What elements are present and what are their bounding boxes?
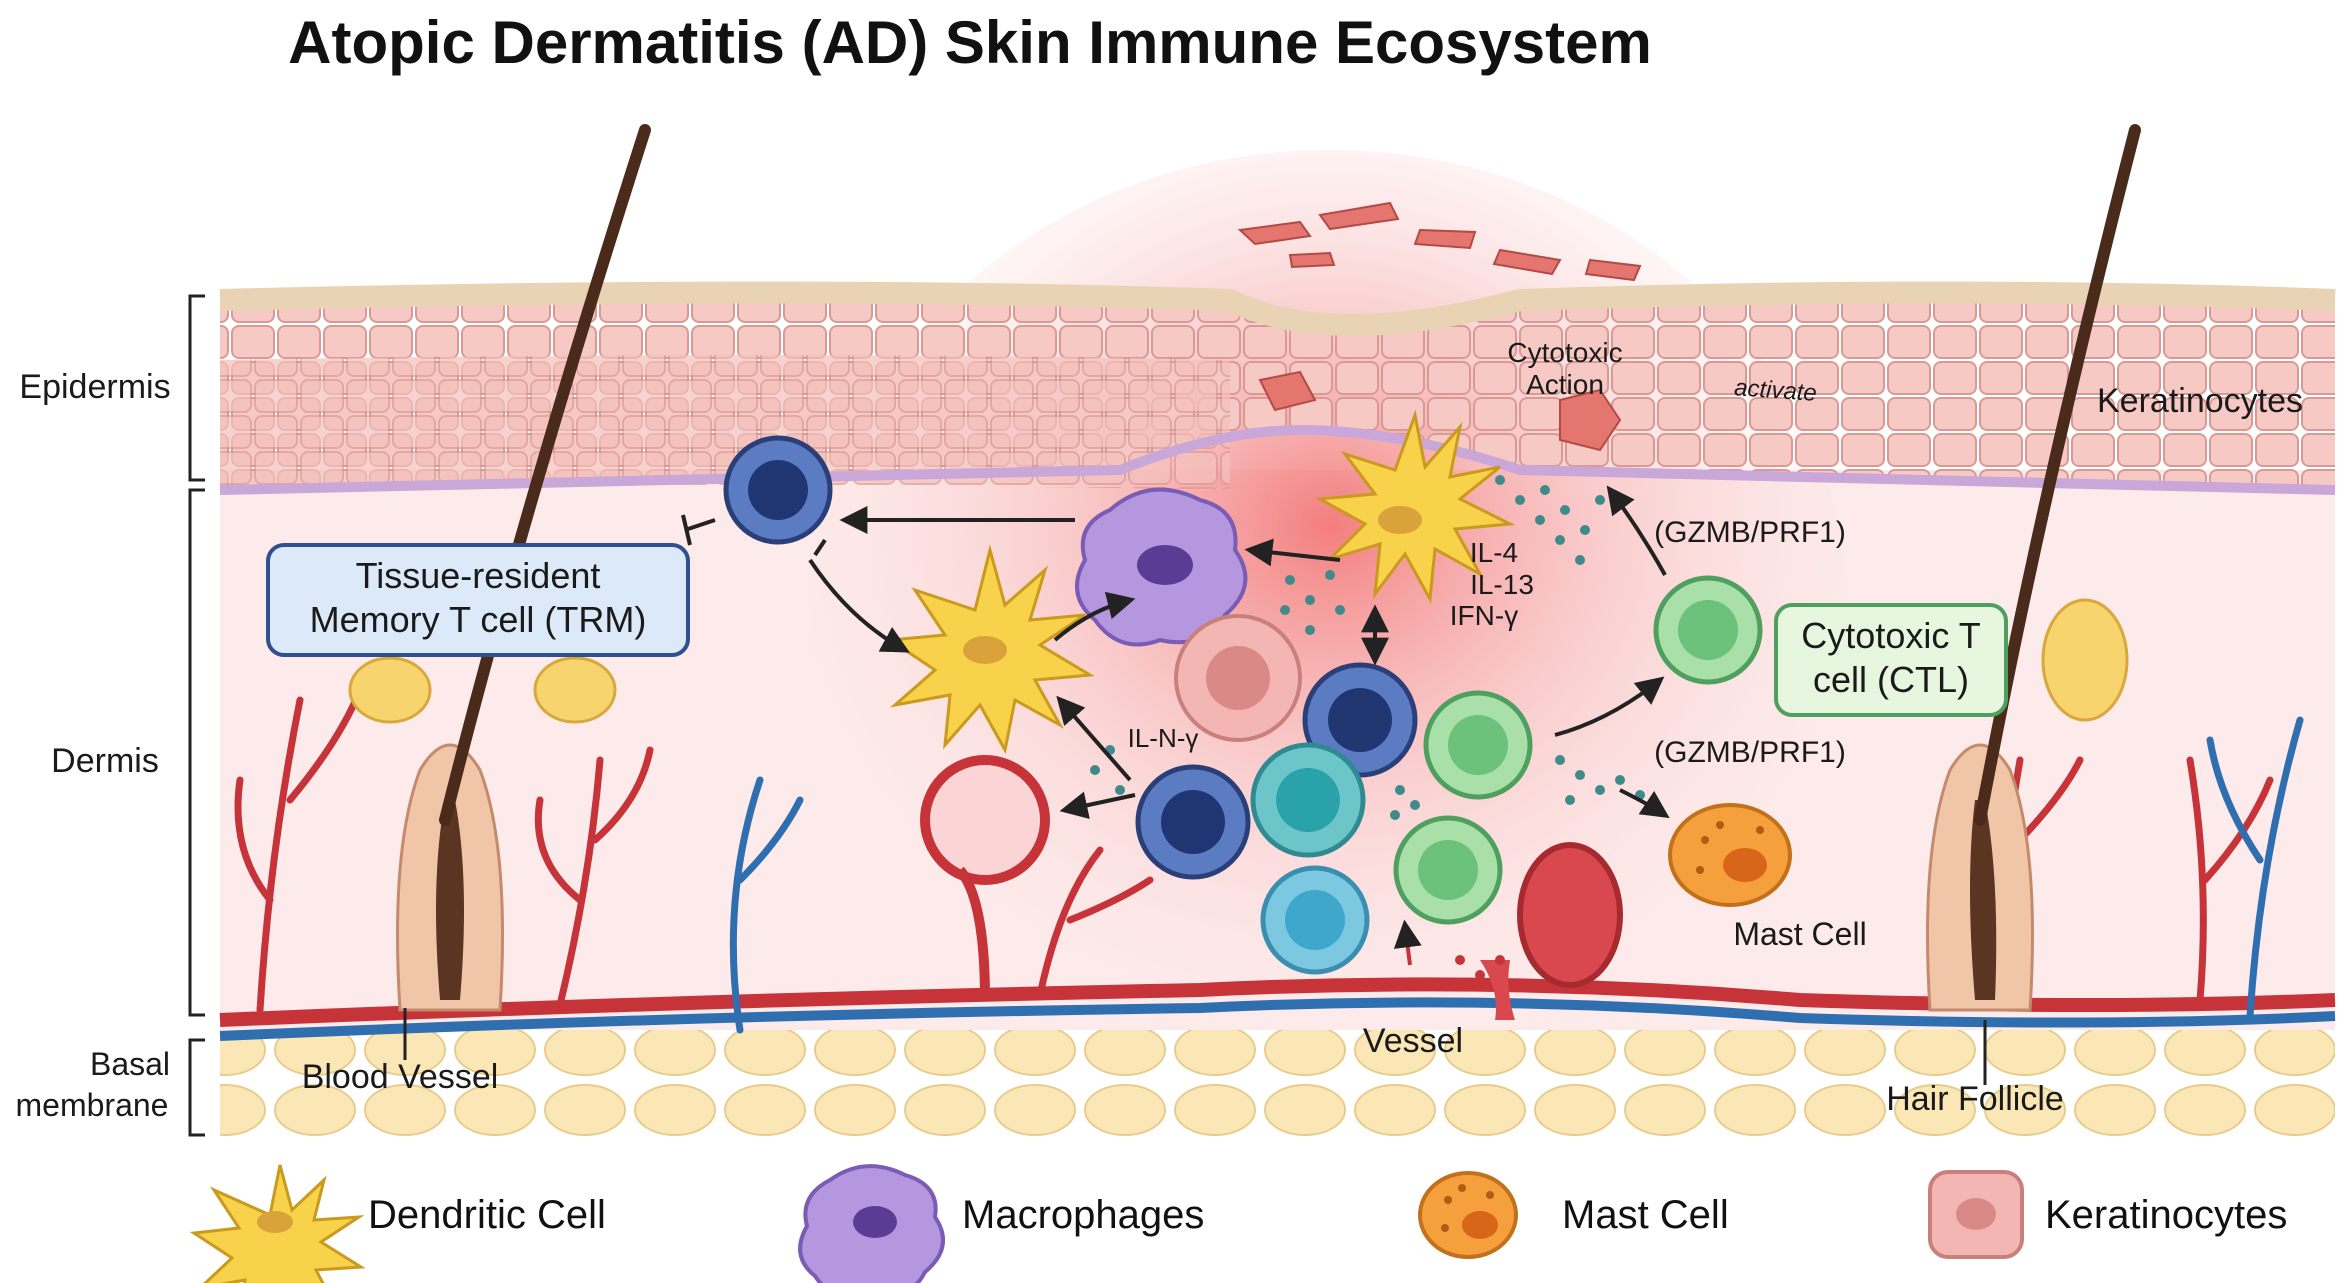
legend-label-macrophages: Macrophages [962,1193,1204,1237]
main-blood-vessels [219,977,2336,1041]
legend-label-keratinocytes: Keratinocytes [2045,1193,2287,1237]
blood-vessel-label: Blood Vessel [302,1058,499,1096]
legend-item-mast-cell: Mast Cell [1418,1171,1729,1259]
ctl-callout-line2: cell (CTL) [1813,659,1969,700]
dendritic-cell-mid [885,544,1095,755]
legend-label-mast-cell: Mast Cell [1562,1193,1729,1237]
gzmb-label-bottom: (GZMB/PRF1) [1654,736,1846,769]
il4-label: IL-4 [1470,537,1518,568]
vessel-label: Vessel [1363,1022,1463,1060]
trm-callout-line2: Memory T cell (TRM) [310,599,647,640]
ctl-cell-top [1653,575,1763,685]
legend-label-dendritic: Dendritic Cell [368,1193,606,1237]
cytotoxic-action-line2: Action [1526,369,1604,400]
dermis-label: Dermis [51,742,159,780]
basal-label-line1: Basal [90,1046,170,1082]
signal-arrows [681,485,1670,966]
basal-label-line2: membrane [16,1087,169,1123]
trm-cell-center [1302,662,1418,778]
trm-callout-line1: Tissue-resident [356,555,601,596]
il13-label: IL-13 [1470,569,1534,600]
legend-item-dendritic-cell: Dendritic Cell [189,1164,606,1283]
mast-cell-icon [1418,1171,1518,1259]
hair-follicle-right [1926,124,2141,1012]
vessel-loop [920,755,1623,1020]
trm-callout: Tissue-resident Memory T cell (TRM) [266,543,690,657]
cytotoxic-action-line1: Cytotoxic [1507,337,1622,368]
page-title: Atopic Dermatitis (AD) Skin Immune Ecosy… [288,9,1652,76]
mast-cell [1668,803,1792,907]
keratinocyte-icon [1928,1170,2024,1259]
gzmb-label-top: (GZMB/PRF1) [1654,516,1846,549]
trm-cell-lower [1135,764,1251,880]
hair-follicle-left [348,124,651,1012]
trm-cell-top [723,435,833,545]
epidermis-label: Epidermis [19,368,170,406]
lesion-flakes [1237,201,1642,452]
ctl-callout-line1: Cytotoxic T [1801,615,1980,656]
legend: Dendritic Cell Macrophages Mast Cell K [189,1164,2287,1283]
ifng-label: IFN-γ [1450,600,1518,631]
subcutaneous-fat [220,1030,2335,1140]
legend-item-keratinocytes: Keratinocytes [1928,1170,2287,1259]
teal-cell-upper [1250,742,1366,858]
ctl-callout: Cytotoxic T cell (CTL) [1774,603,2008,717]
dendritic-cell-top [1315,409,1516,604]
leader-lines [403,1008,1987,1085]
ctl-cell-lower [1393,815,1503,925]
macrophage-icon [798,1164,945,1283]
keratinocyte-cell-dermis [1174,614,1302,742]
hair-follicle-label: Hair Follicle [1886,1080,2064,1118]
il-n-g-label: IL-N-γ [1128,723,1199,753]
ctl-cell-mid [1423,690,1533,800]
teal-cell-lower [1260,865,1370,975]
activate-label: activate [1733,374,1817,407]
layer-brackets [188,294,205,1137]
legend-item-macrophages: Macrophages [798,1164,1204,1283]
keratinocytes-label: Keratinocytes [2097,382,2303,420]
mast-cell-label: Mast Cell [1733,916,1866,952]
dendritic-cell-icon [189,1164,366,1283]
